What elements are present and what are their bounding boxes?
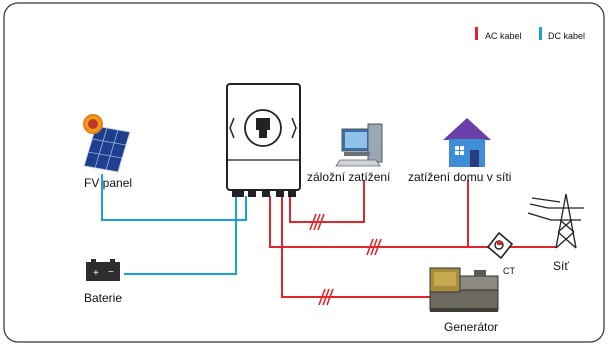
backup-load-label: záložní zatížení <box>307 170 391 184</box>
backup-ac-cable <box>289 180 365 223</box>
svg-text:+: + <box>93 268 99 279</box>
dc-legend-label: DC kabel <box>548 31 586 41</box>
house-icon <box>443 118 491 167</box>
home-load-label: zatížení domu v síti <box>408 170 512 184</box>
grid-ac-cable <box>269 196 556 248</box>
generator-label: Generátor <box>444 320 499 334</box>
slash-mark <box>318 288 326 306</box>
slash-mark <box>309 213 317 231</box>
computer-icon <box>335 123 383 167</box>
cable-slash-marks <box>309 213 382 306</box>
ct-clamp-icon <box>486 231 514 260</box>
ac-legend-swatch <box>475 27 478 40</box>
ct-label: CT <box>503 266 515 276</box>
pv-panel-label: FV panel <box>84 176 133 190</box>
slash-mark <box>326 288 334 306</box>
dc-cables <box>101 174 247 275</box>
grid-label: Síť <box>553 259 569 273</box>
slash-mark <box>366 238 374 256</box>
solar-panel-icon <box>83 114 131 173</box>
generator-icon <box>429 267 499 312</box>
inverter-icon <box>226 83 301 197</box>
slash-mark <box>322 288 330 306</box>
slash-mark <box>313 213 321 231</box>
ac-cables <box>269 180 556 298</box>
pv-dc-cable <box>101 174 247 221</box>
dc-legend-swatch <box>539 27 542 40</box>
battery-label: Baterie <box>84 291 123 305</box>
ac-legend-label: AC kabel <box>485 31 522 41</box>
power-tower-icon <box>527 193 584 249</box>
slash-mark <box>370 238 378 256</box>
generator-ac-cable <box>281 196 432 298</box>
diagram-frame <box>3 2 605 343</box>
battery-icon: + − <box>86 259 120 281</box>
slash-mark <box>374 238 382 256</box>
slash-mark <box>317 213 325 231</box>
svg-text:−: − <box>108 267 114 278</box>
battery-dc-cable <box>124 196 237 275</box>
